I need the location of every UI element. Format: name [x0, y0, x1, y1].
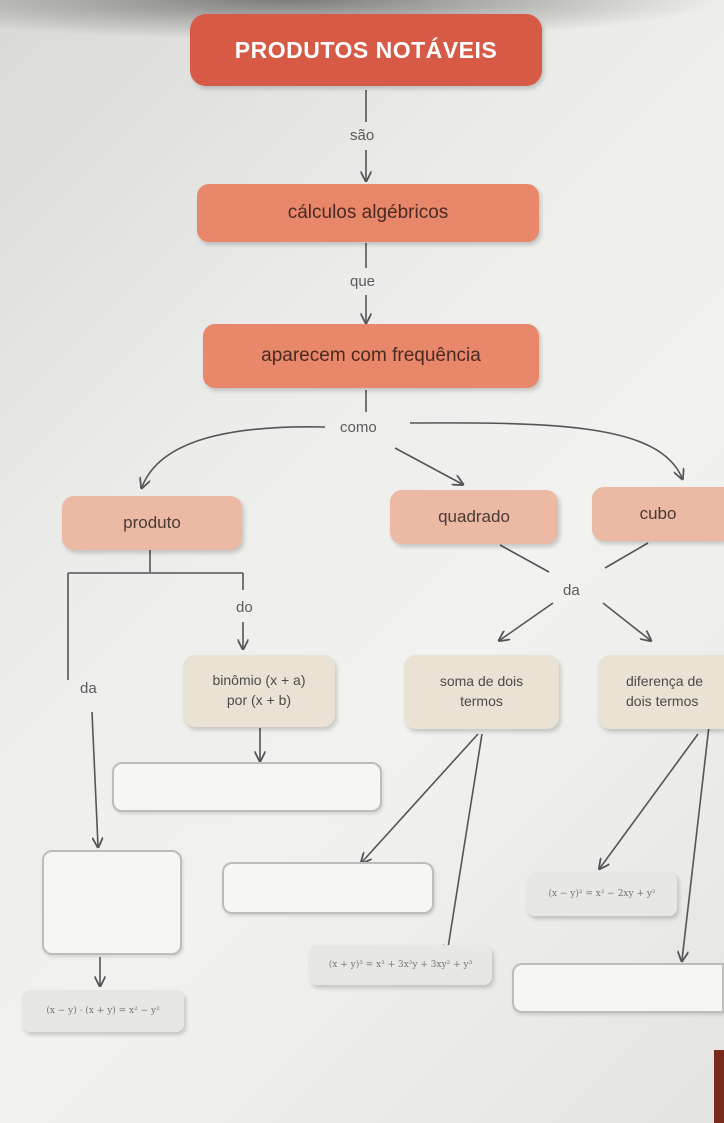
connector-que: que — [350, 273, 376, 290]
level1-label: cálculos algébricos — [287, 202, 449, 223]
connector-como: como — [340, 419, 377, 436]
blank-box-binomio[interactable] — [112, 762, 382, 812]
formula-cubo-soma: (x + y)³ = x³ + 3x²y + 3xy² + y³ — [309, 945, 492, 985]
formula-cubo-soma-text: (x + y)³ = x³ + 3x²y + 3xy² + y³ — [328, 960, 473, 970]
connector-da-right: da — [563, 582, 580, 599]
level2-label: aparecem com frequência — [261, 345, 481, 366]
arrow-como-quadrado — [394, 447, 462, 484]
page-title: PRODUTOS NOTÁVEIS — [234, 36, 498, 63]
diferenca-line2: dois termos — [626, 693, 699, 709]
formula-produto-soma-diferenca: (x − y) · (x + y) = x² − y² — [22, 990, 184, 1032]
blank-box-cubo[interactable] — [512, 963, 724, 1013]
level1-box: cálculos algébricos — [197, 184, 539, 242]
diferenca-line1: diferença de — [626, 673, 704, 690]
cubo-box: cubo — [592, 487, 724, 541]
cubo-label: cubo — [639, 504, 677, 523]
page-edge — [714, 1050, 724, 1123]
connector-do: do — [236, 599, 253, 616]
arrow-como-cubo — [409, 422, 682, 478]
blank-box-produto[interactable] — [42, 850, 182, 955]
connector-da-left: da — [80, 680, 97, 697]
produto-label: produto — [123, 513, 181, 532]
quadrado-label: quadrado — [438, 507, 510, 526]
binomio-line2: por (x + b) — [226, 692, 292, 708]
soma-line1: soma de dois — [439, 673, 524, 690]
quadrado-box: quadrado — [390, 490, 558, 544]
produto-box: produto — [62, 496, 242, 550]
diferenca-box: diferença de dois termos — [598, 655, 724, 729]
soma-box: soma de dois termos — [404, 655, 559, 729]
formula-quadrado-diferenca: (x − y)² = x² − 2xy + y² — [527, 872, 677, 916]
arrow-como-produto — [142, 426, 326, 487]
blank-box-soma[interactable] — [222, 862, 434, 914]
binomio-box: binômio (x + a) por (x + b) — [183, 655, 335, 727]
formula-quadrado-diferenca-text: (x − y)² = x² − 2xy + y² — [548, 889, 656, 899]
connector-sao: são — [350, 127, 375, 144]
formula-produto-soma-diferenca-text: (x − y) · (x + y) = x² − y² — [46, 1006, 160, 1016]
soma-line2: termos — [460, 693, 503, 709]
title-box: PRODUTOS NOTÁVEIS — [190, 14, 542, 86]
level2-box: aparecem com frequência — [203, 324, 539, 388]
binomio-line1: binômio (x + a) — [212, 672, 306, 689]
